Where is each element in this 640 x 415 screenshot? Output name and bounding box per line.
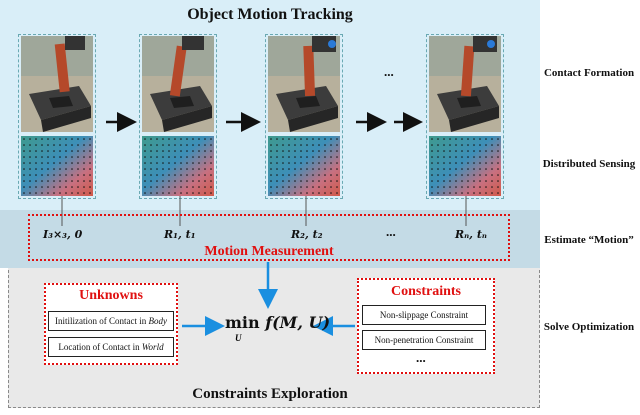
frame-column-3 (265, 34, 343, 199)
motion-measurement-label: Motion Measurement (204, 244, 334, 259)
unknown-location-contact-world: Location of Contact in World (48, 337, 174, 357)
constraints-exploration-title: Constraints Exploration (192, 386, 348, 402)
unknown-init-text: Initilization of Contact in (55, 316, 149, 326)
constraint-non-penetration: Non-penetration Constraint (362, 330, 486, 350)
measurement-ellipsis: ... (386, 224, 396, 239)
constraints-box (357, 278, 495, 374)
measurement-initial: I₃×₃, 0 (43, 228, 83, 241)
sensing-map-3 (268, 136, 340, 196)
label-estimate-motion: Estimate “Motion” (544, 234, 634, 246)
sequence-ellipsis: ... (384, 64, 394, 79)
unknowns-title: Unknowns (79, 288, 143, 303)
motion-measurement-box (28, 214, 510, 261)
optimization-formula: min f(M, U) (225, 313, 330, 332)
formula-subscript: U (235, 333, 242, 343)
contact-photo-n (429, 36, 501, 132)
sensing-map-n (429, 136, 501, 196)
label-solve-optimization: Solve Optimization (543, 321, 635, 333)
sensing-map-1 (21, 136, 93, 196)
frame-column-2 (139, 34, 217, 199)
sensing-map-2 (142, 136, 214, 196)
unknown-init-emphasis: Body (148, 316, 167, 326)
measurement-1: R₁, t₁ (164, 228, 196, 241)
label-contact-formation: Contact Formation (543, 67, 635, 79)
constraints-ellipsis: ... (416, 350, 426, 365)
motion-measurement-band (0, 210, 540, 268)
contact-photo-1 (21, 36, 93, 132)
object-motion-tracking-title: Object Motion Tracking (187, 6, 353, 23)
formula-min: min (225, 313, 260, 332)
frame-column-n (426, 34, 504, 199)
constraint-non-slippage: Non-slippage Constraint (362, 305, 486, 325)
label-distributed-sensing: Distributed Sensing (542, 158, 636, 170)
unknown-location-emphasis: World (141, 342, 164, 352)
contact-photo-3 (268, 36, 340, 132)
measurement-2: R₂, t₂ (291, 228, 323, 241)
measurement-n: Rₙ, tₙ (455, 228, 487, 241)
constraints-title: Constraints (390, 284, 461, 299)
unknown-location-text: Location of Contact in (58, 342, 142, 352)
formula-expression: f(M, U) (265, 313, 331, 332)
frame-column-1 (18, 34, 96, 199)
unknown-init-contact-body: Initilization of Contact in Body (48, 311, 174, 331)
contact-photo-2 (142, 36, 214, 132)
